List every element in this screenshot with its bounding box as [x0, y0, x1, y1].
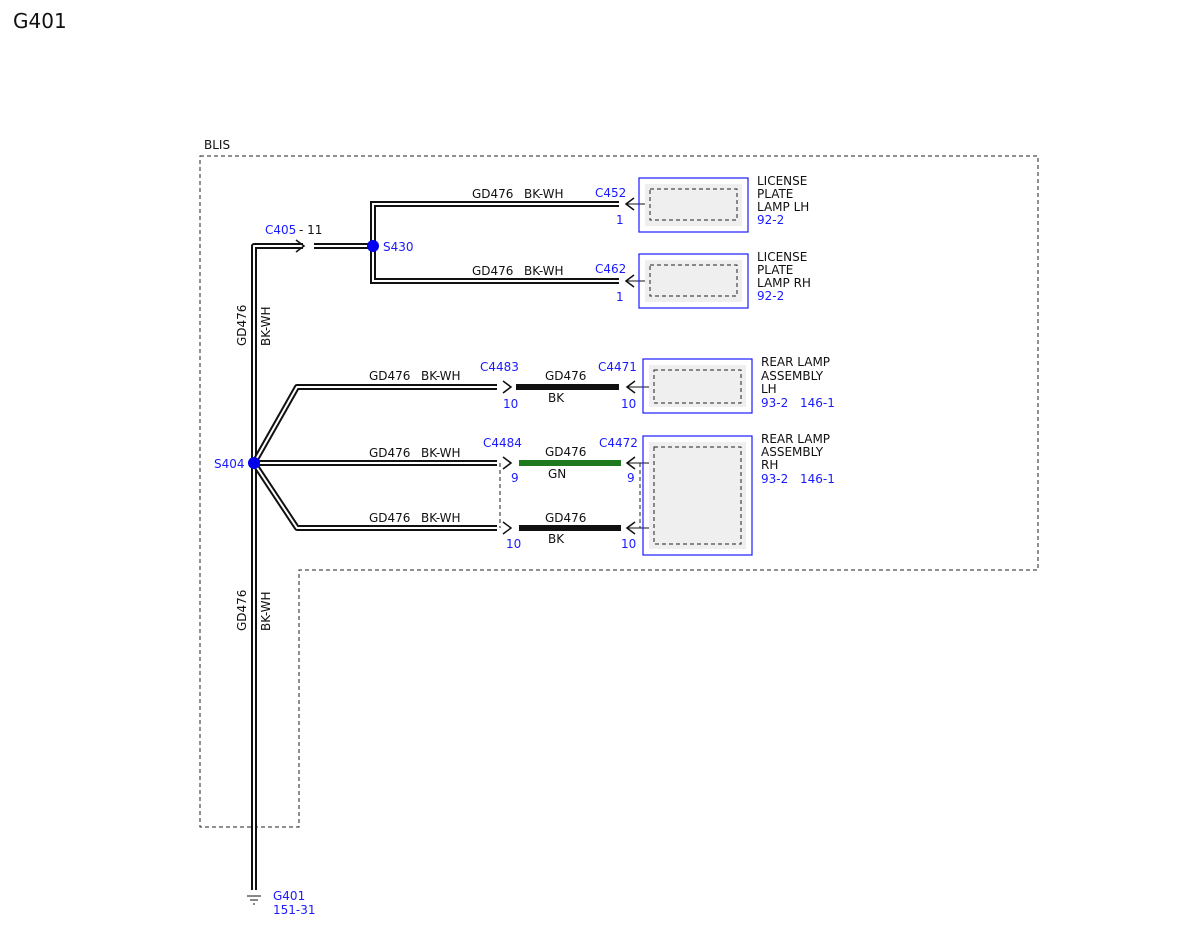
c4483-pin: 10	[503, 397, 518, 411]
rl-lh-wire-color: BK-WH	[421, 369, 461, 383]
rl-rh2-seg-color: BK	[548, 532, 565, 546]
s404-label: S404	[214, 457, 245, 471]
page-title: G401	[13, 9, 67, 33]
c4483-label: C4483	[480, 360, 519, 374]
rl-rh1-wire-color: BK-WH	[421, 446, 461, 460]
rl-lh-name-3: LH	[761, 382, 777, 396]
lp-lh-wire-color: BK-WH	[524, 187, 564, 201]
ground-name: G401	[273, 889, 305, 903]
c4472b-pin: 10	[621, 537, 636, 551]
s404-branch-wires	[251, 384, 497, 531]
c4484b-connector-icon	[502, 521, 513, 535]
c405-connector-icon	[295, 239, 306, 253]
rl-rh1-wire-circuit: GD476	[369, 446, 410, 460]
s430-branch-wires	[370, 201, 619, 284]
c462-label: C462	[595, 262, 626, 276]
rl-rh2-wire-circuit: GD476	[369, 511, 410, 525]
rl-rh-bk-wire	[519, 525, 621, 531]
c405-label: C405	[265, 223, 296, 237]
c4483-connector-icon	[502, 380, 513, 394]
rl-lh-wire-circuit: GD476	[369, 369, 410, 383]
c4472-pin: 9	[627, 471, 635, 485]
rl-lh-ref-2: 146-1	[800, 396, 835, 410]
main-trunk-wire	[251, 243, 303, 890]
lp-rh-ref: 92-2	[757, 289, 784, 303]
lp-rh-name-2: PLATE	[757, 263, 793, 277]
rl-rh1-seg-circuit: GD476	[545, 445, 586, 459]
rl-lh-ref-1: 93-2	[761, 396, 788, 410]
c452-label: C452	[595, 186, 626, 200]
trunk-upper-color: BK-WH	[259, 306, 273, 346]
license-plate-lamp-rh-box	[638, 253, 749, 309]
c452-pin: 1	[616, 213, 624, 227]
lp-lh-name-1: LICENSE	[757, 174, 807, 188]
trunk-lower-color: BK-WH	[259, 591, 273, 631]
rl-rh-name-1: REAR LAMP	[761, 432, 830, 446]
c4484-connector-icon	[502, 456, 513, 470]
rl-rh1-seg-color: GN	[548, 467, 566, 481]
zone-label: BLIS	[204, 138, 230, 152]
c405-pin: - 11	[299, 223, 322, 237]
rl-rh2-seg-circuit: GD476	[545, 511, 586, 525]
rl-lh-seg-color: BK	[548, 391, 565, 405]
lp-rh-wire-circuit: GD476	[472, 264, 513, 278]
lp-rh-name-3: LAMP RH	[757, 276, 811, 290]
c4484-label: C4484	[483, 436, 522, 450]
c4471-pin: 10	[621, 397, 636, 411]
s404-splice	[248, 457, 260, 469]
lp-lh-ref: 92-2	[757, 213, 784, 227]
blis-zone-outline	[199, 155, 1039, 828]
ground-icon	[247, 895, 261, 905]
c4472-label: C4472	[599, 436, 638, 450]
rear-lamp-rh-box	[642, 435, 753, 556]
rl-lh-name-2: ASSEMBLY	[761, 369, 824, 383]
rear-lamp-lh-box	[642, 358, 753, 414]
license-plate-lamp-lh-box	[638, 177, 749, 233]
rl-lh-seg-circuit: GD476	[545, 369, 586, 383]
lp-rh-wire-color: BK-WH	[524, 264, 564, 278]
s430-splice	[367, 240, 379, 252]
rl-rh-ref-1: 93-2	[761, 472, 788, 486]
rl-rh-name-3: RH	[761, 458, 778, 472]
trunk-lower-circuit: GD476	[235, 590, 249, 631]
rl-rh-name-2: ASSEMBLY	[761, 445, 824, 459]
rl-lh-name-1: REAR LAMP	[761, 355, 830, 369]
lp-lh-name-3: LAMP LH	[757, 200, 809, 214]
s430-label: S430	[383, 240, 414, 254]
lp-lh-name-2: PLATE	[757, 187, 793, 201]
rl-rh-gn-wire	[519, 460, 621, 466]
trunk-upper-circuit: GD476	[235, 305, 249, 346]
c462-pin: 1	[616, 290, 624, 304]
rl-rh-ref-2: 146-1	[800, 472, 835, 486]
lp-lh-wire-circuit: GD476	[472, 187, 513, 201]
rl-rh2-wire-color: BK-WH	[421, 511, 461, 525]
c4471-label: C4471	[598, 360, 637, 374]
rl-lh-bk-wire	[516, 384, 619, 390]
c4484-pin: 9	[511, 471, 519, 485]
ground-ref: 151-31	[273, 903, 316, 917]
lp-rh-name-1: LICENSE	[757, 250, 807, 264]
c4484b-pin: 10	[506, 537, 521, 551]
